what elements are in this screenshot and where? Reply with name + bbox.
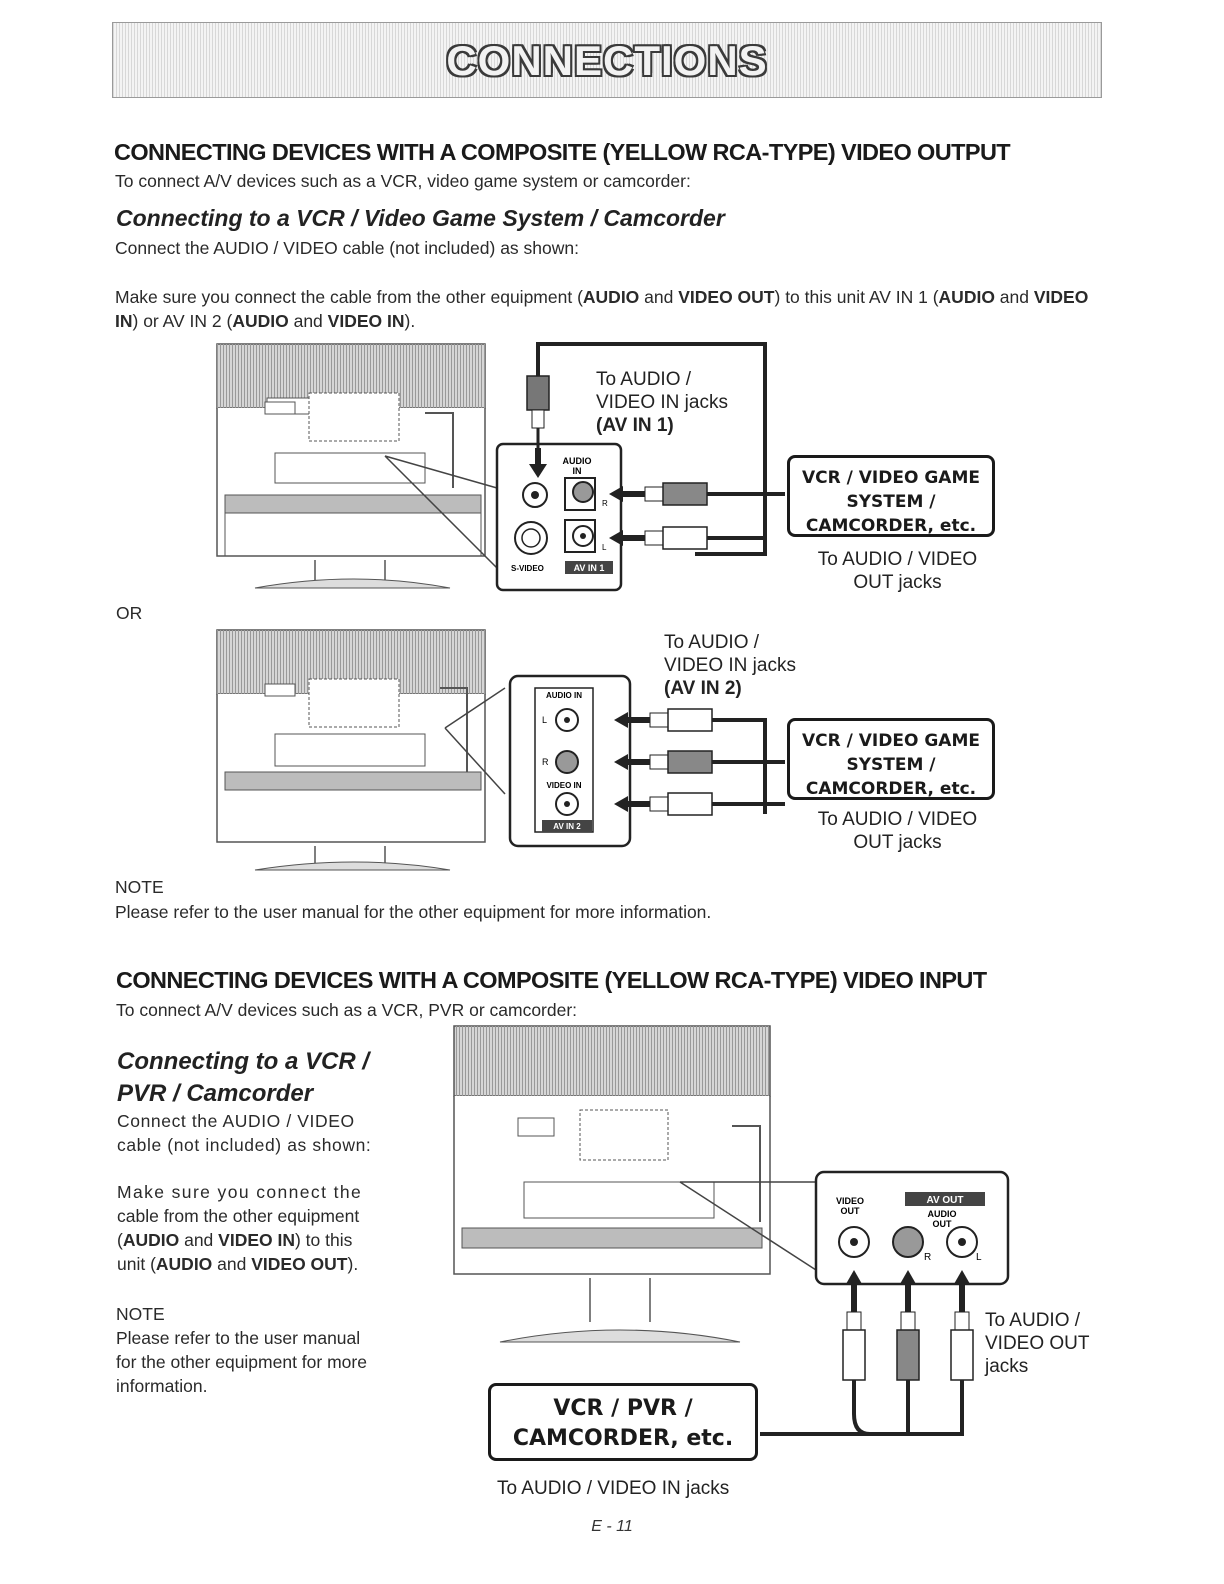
or-label: OR (116, 603, 143, 623)
panel-out-label: OUT (841, 1206, 861, 1216)
svg-text:L: L (542, 715, 547, 725)
out-jacks-label-2: To AUDIO / VIDEO OUT jacks (817, 809, 978, 853)
svg-text:L: L (976, 1252, 982, 1263)
panel-audio-in-label: AUDIO IN (546, 691, 582, 700)
av-in-2-label: To AUDIO / VIDEO IN jacks (AV IN 2) (664, 632, 796, 699)
s-video-label: S-VIDEO (511, 564, 544, 573)
section1-instruction: Connect the AUDIO / VIDEO cable (not inc… (115, 238, 579, 258)
panel-video-in-label: VIDEO IN (546, 781, 581, 790)
panel-audio-label: AUDIO (928, 1209, 957, 1219)
rca-plug-l (614, 708, 767, 814)
page-title: CONNECTIONS (446, 37, 768, 84)
section1-paragraph: Make sure you connect the cable from the… (115, 287, 1089, 331)
audio-in-r-jack (572, 481, 594, 503)
device-box-vcr-game-2: VCR / VIDEO GAME SYSTEM / CAMCORDER, etc… (787, 718, 995, 800)
svg-text:R: R (924, 1252, 931, 1263)
audio-out-r-jack (892, 1226, 924, 1258)
av-in-1-connection-diagram: AUDIO IN R L S-VIDEO AV IN 1 (216, 342, 785, 592)
section1-heading: CONNECTING DEVICES WITH A COMPOSITE (YEL… (114, 139, 1011, 165)
panel-audio-label: AUDIO (563, 456, 592, 466)
section2-note: NOTE Please refer to the user manual for… (116, 1304, 367, 1396)
svg-text:R: R (542, 757, 549, 767)
tv-rear-illustration (453, 1025, 771, 1343)
av-in-2-connection-diagram: AUDIO IN L R VIDEO IN AV IN 2 (216, 629, 785, 871)
panel-video-label: VIDEO (836, 1196, 864, 1206)
section2-instruction: Connect the AUDIO / VIDEO cable (not inc… (117, 1111, 372, 1155)
device-box-vcr-pvr: VCR / PVR / CAMCORDER, etc. (488, 1383, 758, 1461)
rca-plug-video (614, 792, 785, 816)
page-number: E - 11 (591, 1518, 633, 1535)
svg-text:L: L (602, 543, 607, 552)
av-in-2-badge: AV IN 2 (553, 822, 581, 831)
av-out-badge: AV OUT (926, 1195, 963, 1206)
panel-in-label: IN (573, 466, 582, 476)
section2-subheading: Connecting to a VCR / PVR / Camcorder (117, 1048, 369, 1107)
device-box-vcr-game-1: VCR / VIDEO GAME SYSTEM / CAMCORDER, etc… (787, 455, 995, 537)
note-text-1: Please refer to the user manual for the … (115, 902, 712, 922)
panel-audio-out-label: OUT (933, 1219, 953, 1229)
in-jacks-label: To AUDIO / VIDEO IN jacks (497, 1478, 730, 1499)
section2-intro: To connect A/V devices such as a VCR, PV… (116, 1000, 578, 1020)
section1-subheading: Connecting to a VCR / Video Game System … (116, 205, 725, 231)
rca-plug-r (614, 750, 785, 774)
arrow-down-icon (529, 464, 547, 478)
video-plug (526, 375, 550, 411)
rca-plug-l (950, 1270, 974, 1414)
note-title-1: NOTE (115, 877, 164, 897)
out-jacks-label-1: To AUDIO / VIDEO OUT jacks (817, 549, 978, 593)
tv-rear-illustration (216, 343, 486, 589)
section1-intro: To connect A/V devices such as a VCR, vi… (115, 171, 691, 191)
av-in-1-badge: AV IN 1 (574, 563, 605, 573)
audio-plug-r (662, 482, 708, 506)
section2-heading: CONNECTING DEVICES WITH A COMPOSITE (YEL… (116, 967, 987, 993)
audio-plug-l (662, 526, 708, 550)
rca-plug-video (842, 1270, 866, 1414)
audio-in-r-jack (555, 750, 579, 774)
av-out-jacks-label: To AUDIO / VIDEO OUT jacks (985, 1310, 1090, 1377)
section2-paragraph: Make sure you connect the cable from the… (117, 1182, 363, 1274)
rca-plug-r (896, 1270, 920, 1414)
av-in-1-label: To AUDIO / VIDEO IN jacks (AV IN 1) (596, 369, 728, 436)
av-out-connection-diagram: VIDEO OUT AV OUT AUDIO OUT R L (453, 1025, 1010, 1436)
svg-text:R: R (602, 499, 608, 508)
tv-rear-illustration (216, 629, 486, 871)
title-banner: CONNECTIONS (112, 22, 1102, 98)
